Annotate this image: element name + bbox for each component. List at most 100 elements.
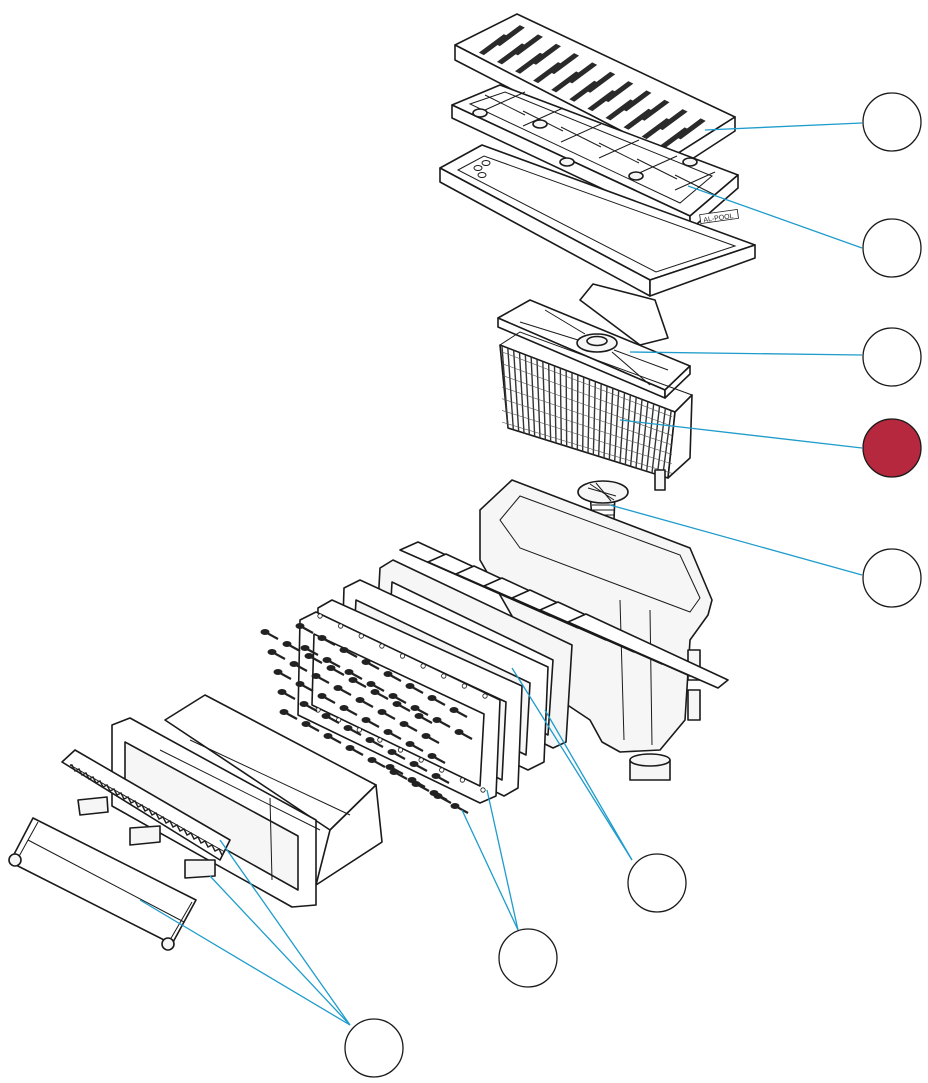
screw-shank [361, 700, 374, 708]
basket-mesh-line [547, 363, 552, 442]
lattice-bar [636, 158, 678, 180]
gasket-hole [356, 727, 362, 733]
leader-line [511, 667, 633, 861]
basket-mesh-line [501, 363, 673, 427]
screw-shank [345, 708, 358, 716]
gasket-hole [358, 633, 364, 639]
gasket-hole [399, 653, 406, 659]
gasket-hole [441, 673, 447, 679]
screw-shank [415, 764, 428, 772]
gasket-hole [379, 643, 385, 649]
screw-shank [455, 710, 468, 718]
lattice-bar [484, 94, 526, 116]
leader-line [139, 899, 351, 1026]
leader-line [704, 122, 863, 131]
grate-slot [657, 109, 688, 131]
screw-shank [329, 736, 342, 744]
basket-mesh-line [501, 386, 673, 446]
screw-shank [351, 748, 364, 756]
lattice-bar [560, 123, 602, 143]
lattice-bar [598, 139, 640, 159]
basket-mesh-line [507, 348, 515, 430]
screw-shank [349, 728, 362, 736]
screw-shank [350, 672, 363, 680]
callout-grate[interactable] [862, 92, 922, 152]
basket-mesh-line [576, 375, 579, 450]
grate-slot [585, 71, 616, 93]
body-fins [399, 541, 729, 689]
screw-shank [323, 638, 336, 646]
lattice-bar [674, 171, 716, 191]
screw-shank [354, 680, 367, 688]
flange-screws-part [260, 623, 473, 814]
lattice-bar [522, 107, 564, 127]
callout-front-extension-flap[interactable] [344, 1018, 404, 1078]
screw-shank [393, 752, 406, 760]
screw-shank [433, 698, 446, 706]
screw-shank [310, 656, 323, 664]
logo-text: AL-POOL [703, 213, 734, 224]
gasket-hole [317, 613, 323, 619]
basket-mesh-line [518, 352, 525, 434]
gasket-hole [480, 787, 486, 793]
screw-shank [435, 793, 448, 801]
callout-level-adjuster[interactable] [862, 548, 922, 608]
callout-grate-frame[interactable] [862, 218, 922, 278]
screw-shank [372, 684, 385, 692]
basket-mesh-line [501, 375, 673, 436]
leader-line [609, 504, 863, 576]
screw-shank [327, 716, 340, 724]
frame-lattice [484, 91, 716, 196]
screw-shank [417, 784, 430, 792]
skimmer-body-part [399, 479, 729, 781]
gasket-hole [377, 737, 383, 743]
leader-line [209, 875, 351, 1026]
screw-shank [301, 626, 314, 634]
screw-shank [376, 692, 389, 700]
screw-shank [307, 724, 320, 732]
screw-shank [389, 732, 402, 740]
screw-shank [339, 688, 352, 696]
gasket-hole [459, 777, 465, 783]
leader-line [629, 351, 863, 356]
screw-shank [398, 704, 411, 712]
screw-shank [373, 760, 386, 768]
screw-shank [283, 692, 296, 700]
spring [70, 764, 223, 856]
callout-basket-lid[interactable] [862, 327, 922, 387]
body-fin [567, 613, 729, 689]
basket-mesh-line [501, 410, 673, 465]
basket-mesh-line [559, 368, 563, 445]
screw-shank [389, 674, 402, 682]
screw-shank [395, 772, 408, 780]
leader-lines [139, 122, 863, 1026]
basket-mesh-line [553, 366, 557, 444]
screw-shank [288, 644, 301, 652]
screw-shank [328, 660, 341, 668]
leader-line [619, 419, 863, 449]
callout-mouth-gaskets[interactable] [627, 853, 687, 913]
screw-shank [273, 652, 286, 660]
gasket-hole [482, 693, 488, 699]
basket-mesh-line [501, 421, 673, 474]
screw-shank [394, 696, 407, 704]
basket-mesh-line [536, 359, 541, 439]
grate-slot [531, 43, 562, 65]
screw-shank [317, 676, 330, 684]
screw-shank [367, 720, 380, 728]
basket-mesh-line [524, 354, 531, 435]
screw-shank [416, 708, 429, 716]
grate-slot [603, 81, 634, 103]
basket-mesh [501, 345, 673, 477]
callout-flange-screws[interactable] [498, 928, 558, 988]
lattice-bar [674, 174, 716, 196]
gasket-hole [461, 683, 467, 689]
basket-mesh-line [501, 398, 673, 455]
screw-shank [345, 650, 358, 658]
screw-shank [295, 664, 308, 672]
flap-assembly-part [8, 749, 231, 951]
callout-basket[interactable] [862, 418, 922, 478]
screw-shank [371, 740, 384, 748]
screw-shank [367, 662, 380, 670]
